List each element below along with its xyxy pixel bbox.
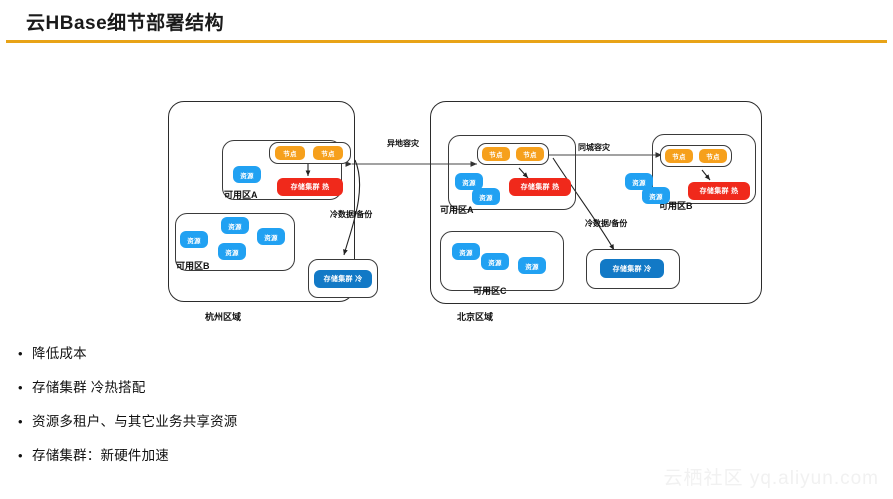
hot-storage-chip: 存储集群 热 — [509, 178, 571, 196]
bullet-marker: • — [18, 380, 23, 395]
resource-chip: 资源 — [642, 187, 670, 204]
resource-chip: 资源 — [233, 166, 261, 183]
edge-label-same-city-dr: 同城容灾 — [578, 143, 610, 152]
summary-bullet-list: • 降低成本 • 存储集群 冷热搭配 • 资源多租户、与其它业务共享资源 • 存… — [18, 345, 538, 481]
region-hangzhou — [168, 101, 355, 302]
node-chip: 节点 — [665, 149, 693, 163]
bullet-text: 存储集群 冷热搭配 — [32, 380, 146, 395]
zone-label-beijing-az-a: 可用区A — [440, 205, 474, 215]
node-chip: 节点 — [516, 147, 544, 161]
node-chip: 节点 — [482, 147, 510, 161]
resource-chip: 资源 — [218, 243, 246, 260]
watermark: 云栖社区 yq.aliyun.com — [663, 468, 879, 489]
zone-label-beijing-az-b: 可用区B — [659, 201, 693, 211]
zone-beijing-az-b — [652, 134, 756, 204]
bullet-text: 降低成本 — [32, 346, 87, 361]
list-item: • 降低成本 — [18, 345, 538, 362]
cold-storage-chip: 存储集群 冷 — [600, 259, 664, 278]
resource-chip: 资源 — [221, 217, 249, 234]
bullet-text: 资源多租户、与其它业务共享资源 — [32, 414, 238, 429]
region-label-beijing: 北京区域 — [457, 312, 494, 322]
page-title: 云HBase细节部署结构 — [26, 13, 225, 34]
node-chip: 节点 — [313, 146, 343, 160]
hot-storage-chip: 存储集群 热 — [688, 182, 750, 200]
region-label-hangzhou: 杭州区域 — [205, 312, 242, 322]
hot-storage-chip: 存储集群 热 — [277, 178, 343, 196]
bullet-marker: • — [18, 346, 23, 361]
resource-chip: 资源 — [257, 228, 285, 245]
zone-beijing-az-a — [448, 135, 576, 210]
title-divider — [6, 40, 887, 43]
resource-chip: 资源 — [455, 173, 483, 190]
zone-hangzhou-az-a — [222, 140, 342, 200]
list-item: • 存储集群：新硬件加速 — [18, 447, 538, 464]
cold-storage-chip: 存储集群 冷 — [314, 270, 372, 288]
bullet-marker: • — [18, 414, 23, 429]
resource-chip: 资源 — [625, 173, 653, 190]
edge-label-beijing-cold-backup: 冷数据/备份 — [585, 219, 628, 228]
zone-label-hangzhou-az-b: 可用区B — [176, 261, 210, 271]
list-item: • 存储集群 冷热搭配 — [18, 379, 538, 396]
edge-label-hangzhou-cold-backup: 冷数据/备份 — [330, 210, 373, 219]
zone-label-beijing-az-c: 可用区C — [473, 286, 507, 296]
bullet-marker: • — [18, 448, 23, 463]
resource-chip: 资源 — [481, 253, 509, 270]
resource-chip: 资源 — [472, 188, 500, 205]
node-chip: 节点 — [699, 149, 727, 163]
zone-hangzhou-az-b — [175, 213, 295, 271]
zone-label-hangzhou-az-a: 可用区A — [224, 190, 258, 200]
bullet-text: 存储集群：新硬件加速 — [32, 448, 169, 463]
region-beijing — [430, 101, 762, 304]
node-chip: 节点 — [275, 146, 305, 160]
resource-chip: 资源 — [518, 257, 546, 274]
resource-chip: 资源 — [180, 231, 208, 248]
resource-chip: 资源 — [452, 243, 480, 260]
edge-label-cross-region-dr: 异地容灾 — [387, 139, 419, 148]
zone-beijing-az-c — [440, 231, 564, 291]
list-item: • 资源多租户、与其它业务共享资源 — [18, 413, 538, 430]
